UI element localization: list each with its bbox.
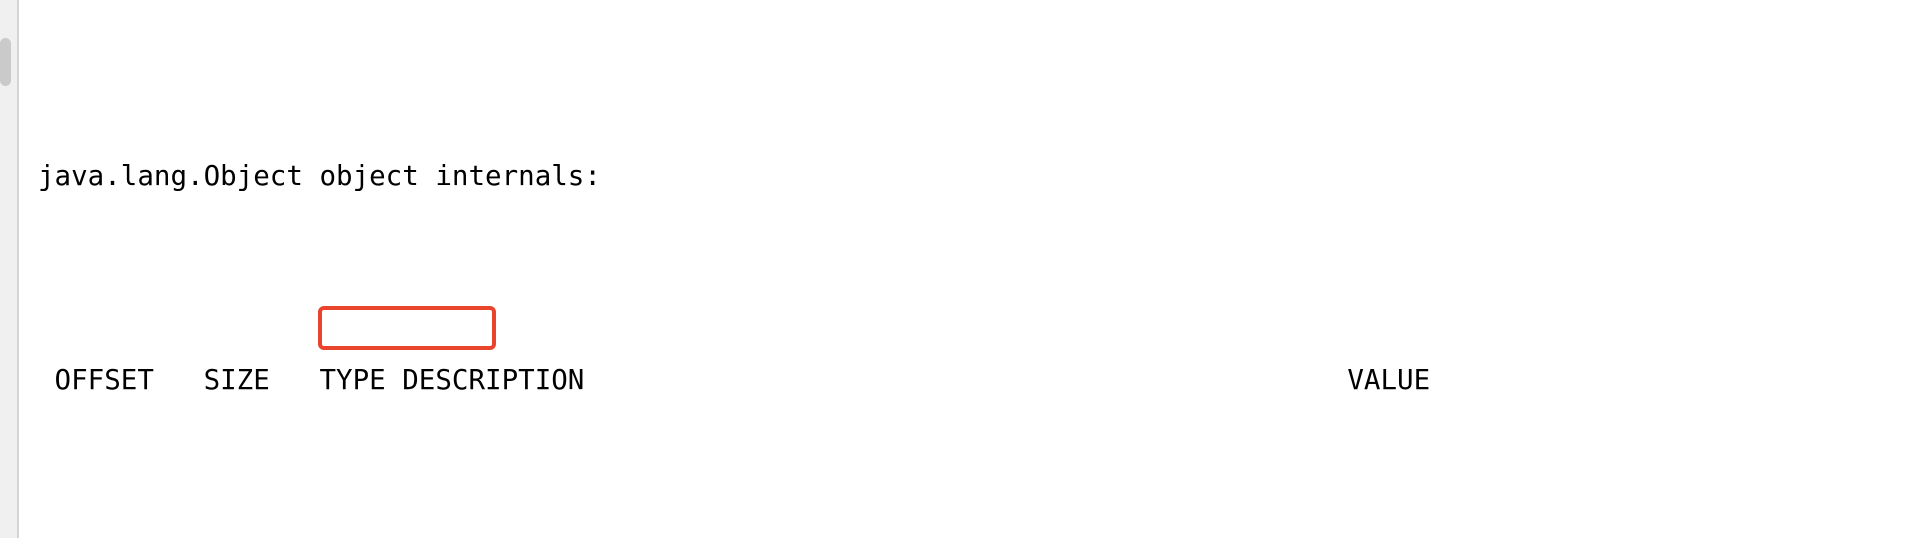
line-title: java.lang.Object object internals: xyxy=(38,151,1547,202)
scrollbar-track[interactable] xyxy=(0,0,17,538)
column-header-value: VALUE xyxy=(1347,364,1431,396)
scrollbar-thumb[interactable] xyxy=(0,38,11,86)
gutter-divider xyxy=(17,0,19,538)
line-column-headers: OFFSET SIZE TYPE DESCRIPTION VALUE xyxy=(38,355,1547,406)
object-internals-title: java.lang.Object object internals: xyxy=(38,160,601,192)
console-output-area[interactable]: java.lang.Object object internals: OFFSE… xyxy=(19,0,1920,538)
console-text-block: java.lang.Object object internals: OFFSE… xyxy=(38,0,1547,538)
column-headers-left: OFFSET SIZE TYPE DESCRIPTION xyxy=(38,364,585,396)
